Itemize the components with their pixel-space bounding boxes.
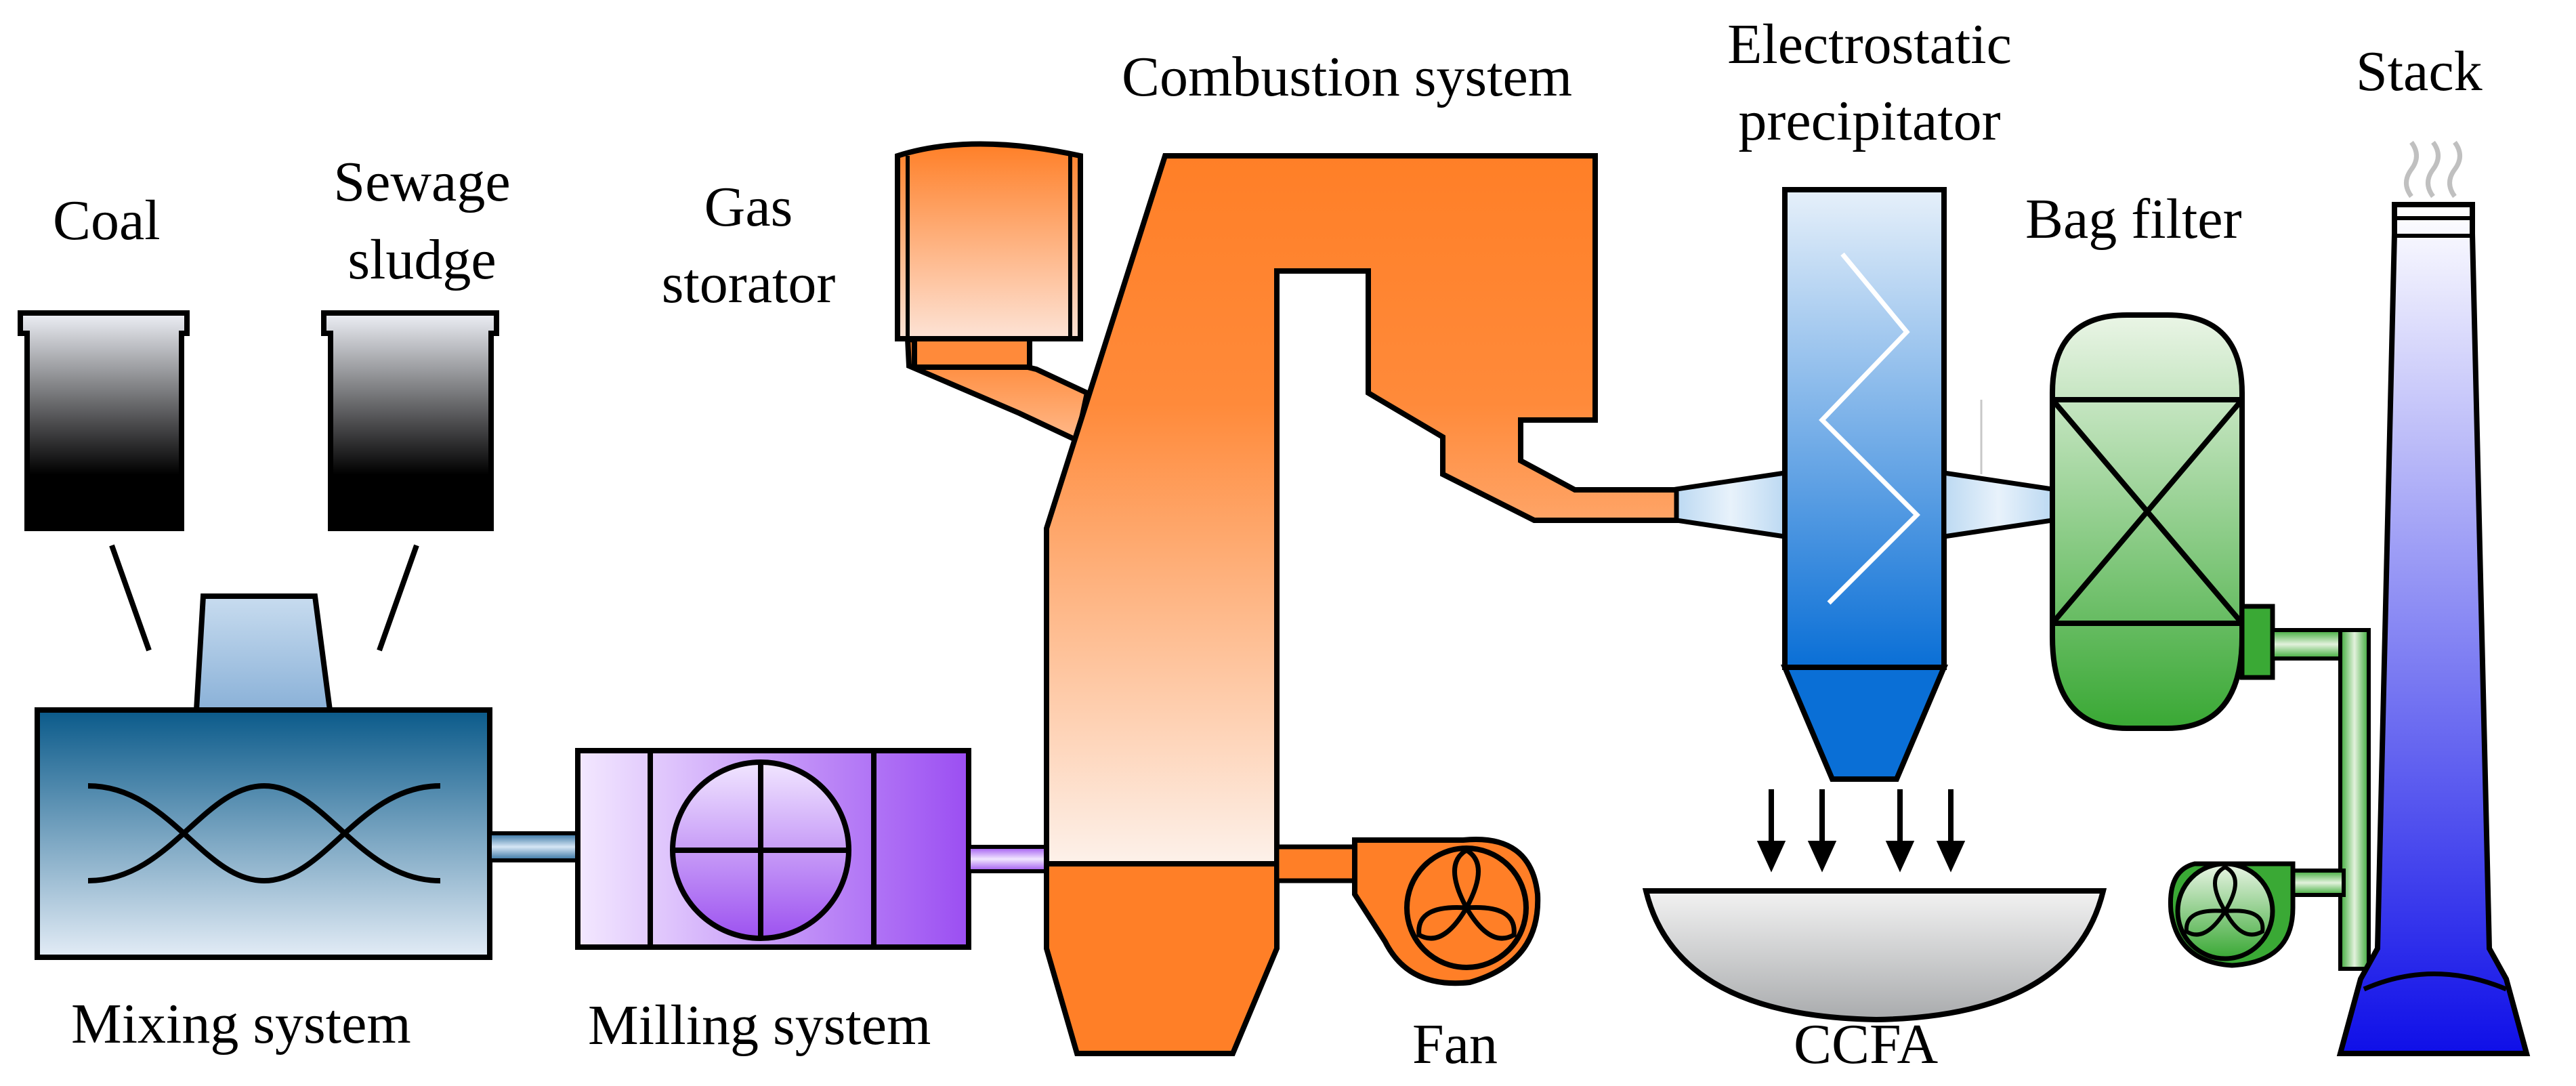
gas-storator xyxy=(895,141,1091,444)
sludge-feed-line xyxy=(377,544,419,652)
electrostatic-precipitator-label-line2: precipitator xyxy=(1738,89,2001,152)
stack-label: Stack xyxy=(2356,40,2483,103)
mixing-system-label: Mixing system xyxy=(71,993,411,1056)
sewage-sludge-label-line2: sludge xyxy=(347,228,497,291)
bag-filter xyxy=(2050,312,2275,731)
gas-storator-label-line2: storator xyxy=(661,252,836,315)
ccfa-down-arrows xyxy=(1756,789,1966,873)
combustion-system-label: Combustion system xyxy=(1122,45,1573,108)
induced-draft-fan xyxy=(2168,861,2296,968)
combustion-system xyxy=(1044,153,1689,1056)
esp-to-bagfilter-duct xyxy=(1941,469,2055,540)
milling-system-label: Milling system xyxy=(588,994,931,1057)
milling-system xyxy=(575,748,971,950)
mixing-system xyxy=(35,593,492,960)
smoke-icon xyxy=(2404,140,2462,199)
coal-feed-line xyxy=(109,544,152,652)
coal-bin xyxy=(18,310,190,531)
sewage-sludge-bin xyxy=(321,310,499,531)
mixer-to-mill-pipe xyxy=(488,831,580,862)
furnace-to-esp-duct xyxy=(1674,469,1788,540)
bag-filter-label: Bag filter xyxy=(2025,188,2242,251)
sewage-sludge-label-line1: Sewage xyxy=(333,150,511,213)
bagfilter-to-stack-pipe xyxy=(2271,628,2371,971)
electrostatic-precipitator xyxy=(1780,187,1949,782)
ccfa-label: CCFA xyxy=(1794,1013,1939,1076)
combustion-fan xyxy=(1352,837,1541,986)
electrostatic-precipitator-label-line1: Electrostatic xyxy=(1727,13,2012,76)
coal-label: Coal xyxy=(53,189,161,252)
gas-storator-label-line1: Gas xyxy=(704,175,793,238)
fan-label: Fan xyxy=(1412,1013,1498,1076)
mill-to-furnace-pipe xyxy=(967,845,1049,873)
ccfa-collection-tray xyxy=(1642,888,2107,1023)
stack xyxy=(2336,202,2531,1056)
